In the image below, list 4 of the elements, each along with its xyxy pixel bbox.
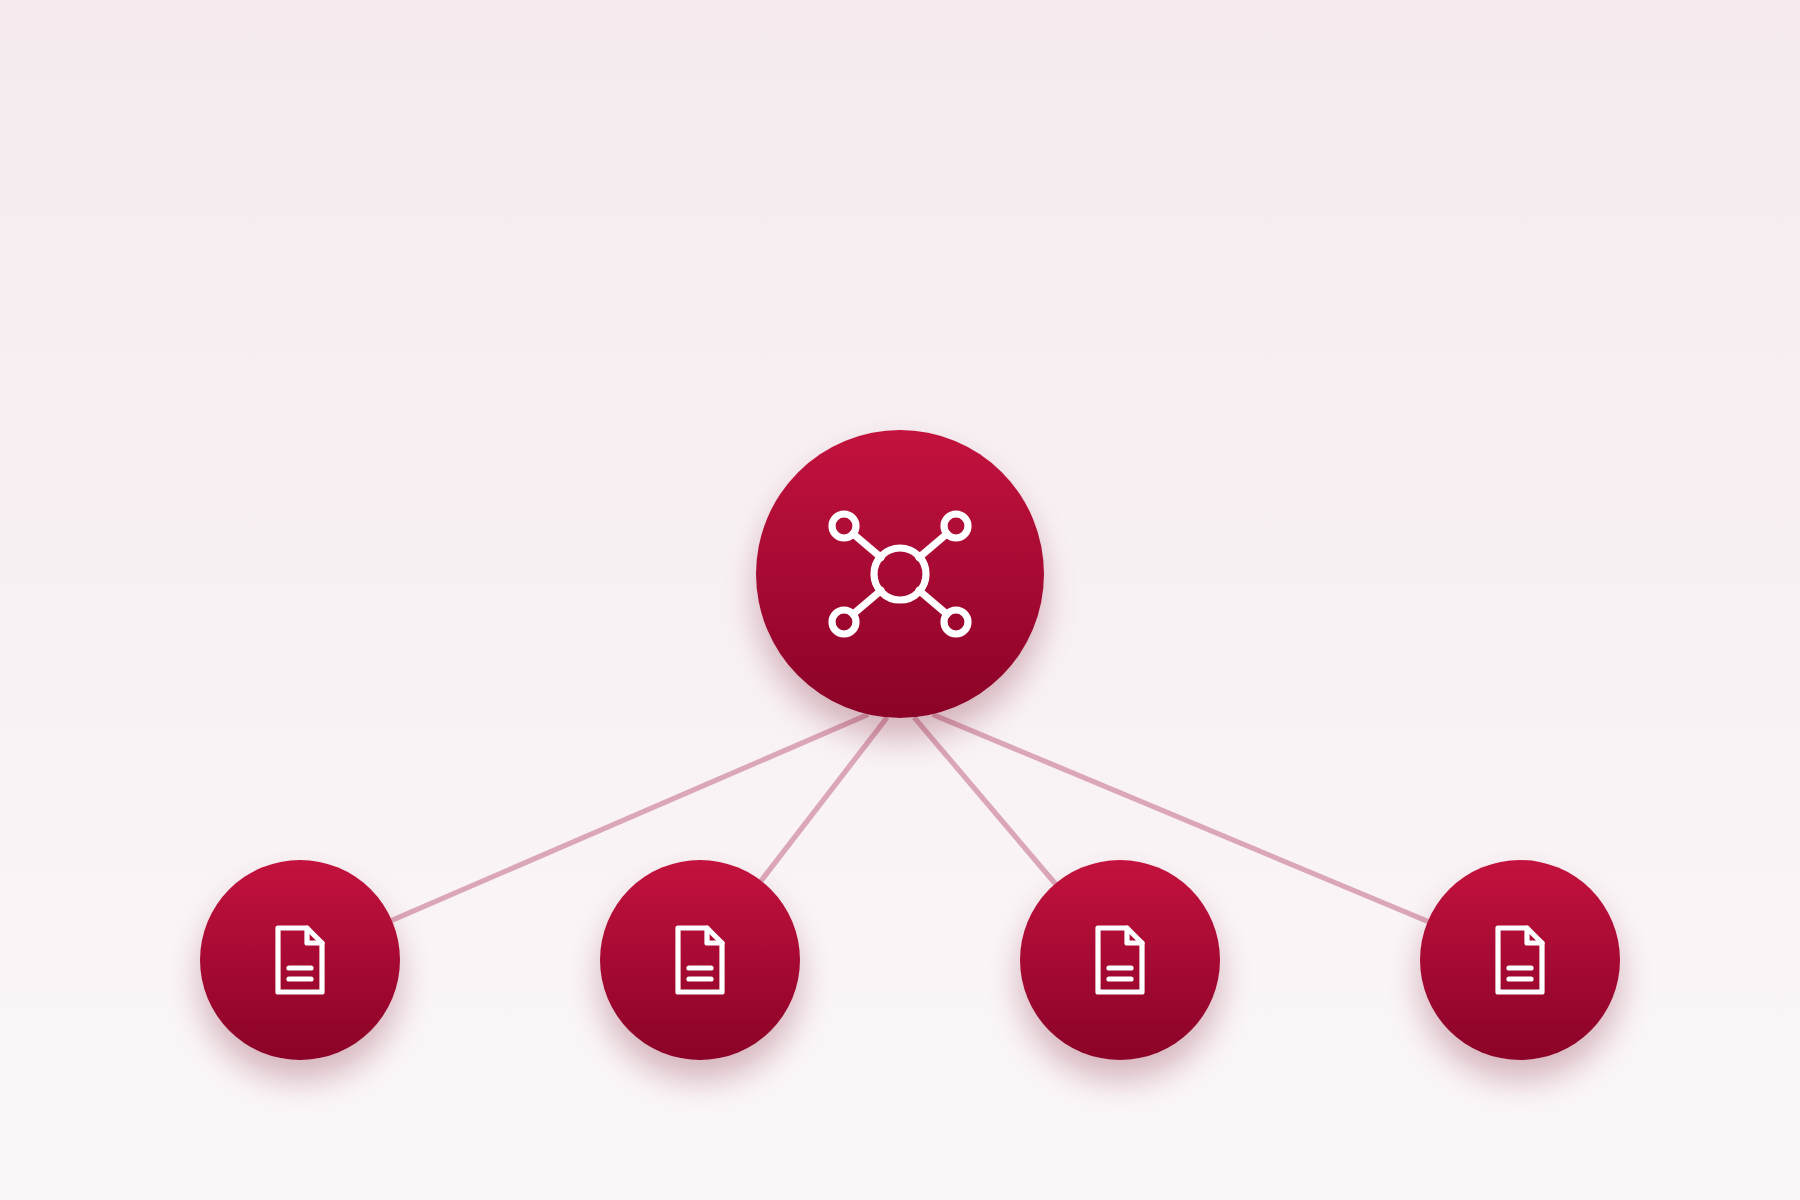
connector-line [912, 715, 1058, 886]
connector-line [390, 712, 870, 923]
connector-line [759, 715, 890, 883]
connector-line [931, 711, 1429, 924]
